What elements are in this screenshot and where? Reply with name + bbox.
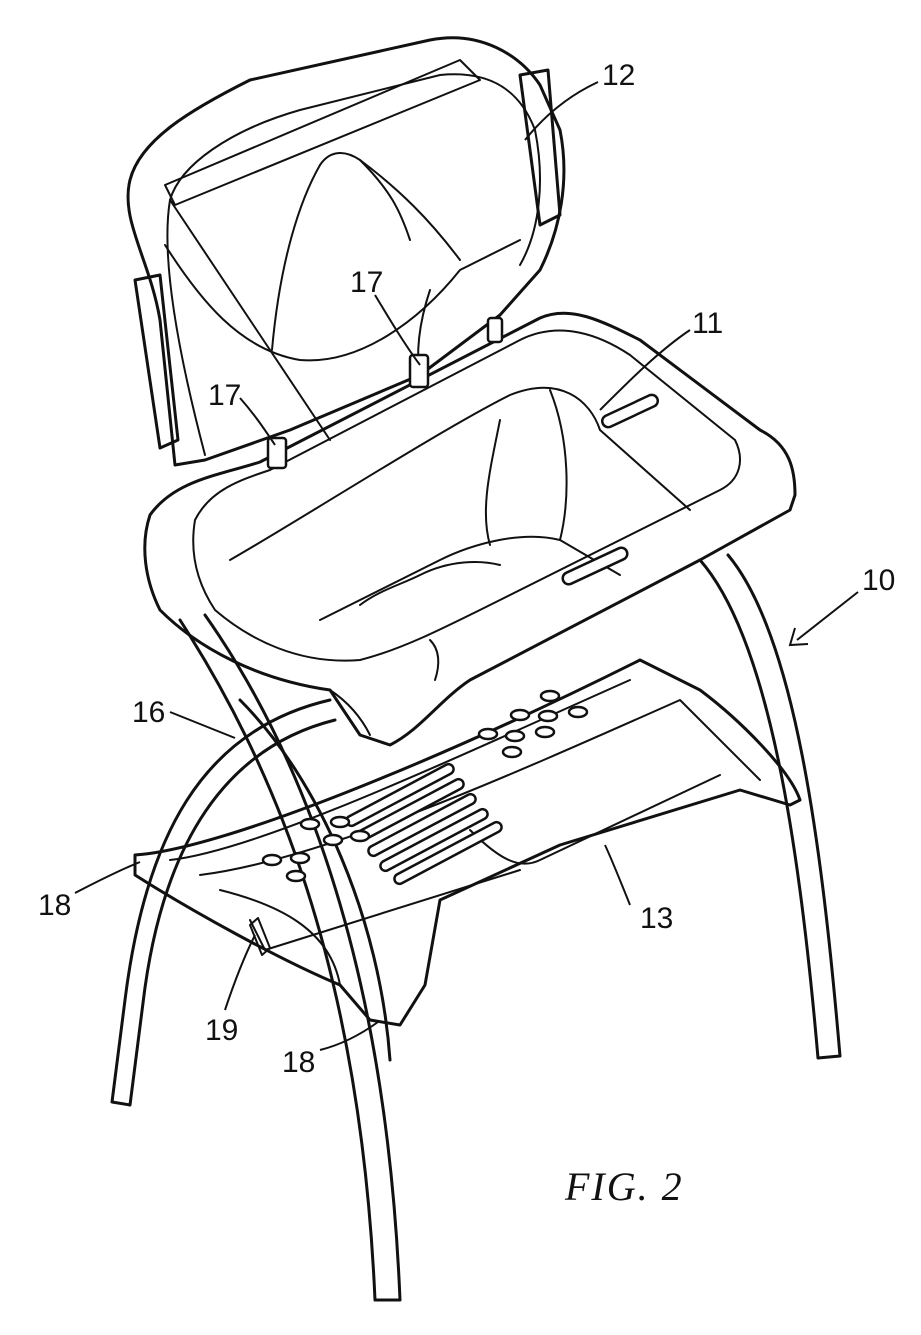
label-leg: 16 xyxy=(132,696,165,729)
label-stand: 10 xyxy=(862,564,895,597)
label-hinge-lower: 17 xyxy=(208,379,241,412)
tub xyxy=(143,311,797,747)
label-hinge-upper: 17 xyxy=(350,266,383,299)
label-tub: 11 xyxy=(692,307,723,340)
legs xyxy=(110,553,842,1302)
label-lid: 12 xyxy=(602,59,635,92)
figure-caption: FIG. 2 xyxy=(564,1164,684,1209)
label-leg-foot-left: 18 xyxy=(38,889,71,922)
lower-tray xyxy=(133,658,802,1027)
label-tray: 13 xyxy=(640,902,673,935)
reference-labels: 12 11 17 17 10 16 18 13 19 18 xyxy=(38,59,895,1079)
hinges xyxy=(266,316,504,470)
label-clip: 19 xyxy=(205,1014,238,1047)
leader-lines xyxy=(74,81,859,1051)
tray-holes xyxy=(261,689,589,883)
tray-slots xyxy=(345,762,503,886)
clip xyxy=(249,917,271,956)
label-leg-foot-front: 18 xyxy=(282,1046,315,1079)
